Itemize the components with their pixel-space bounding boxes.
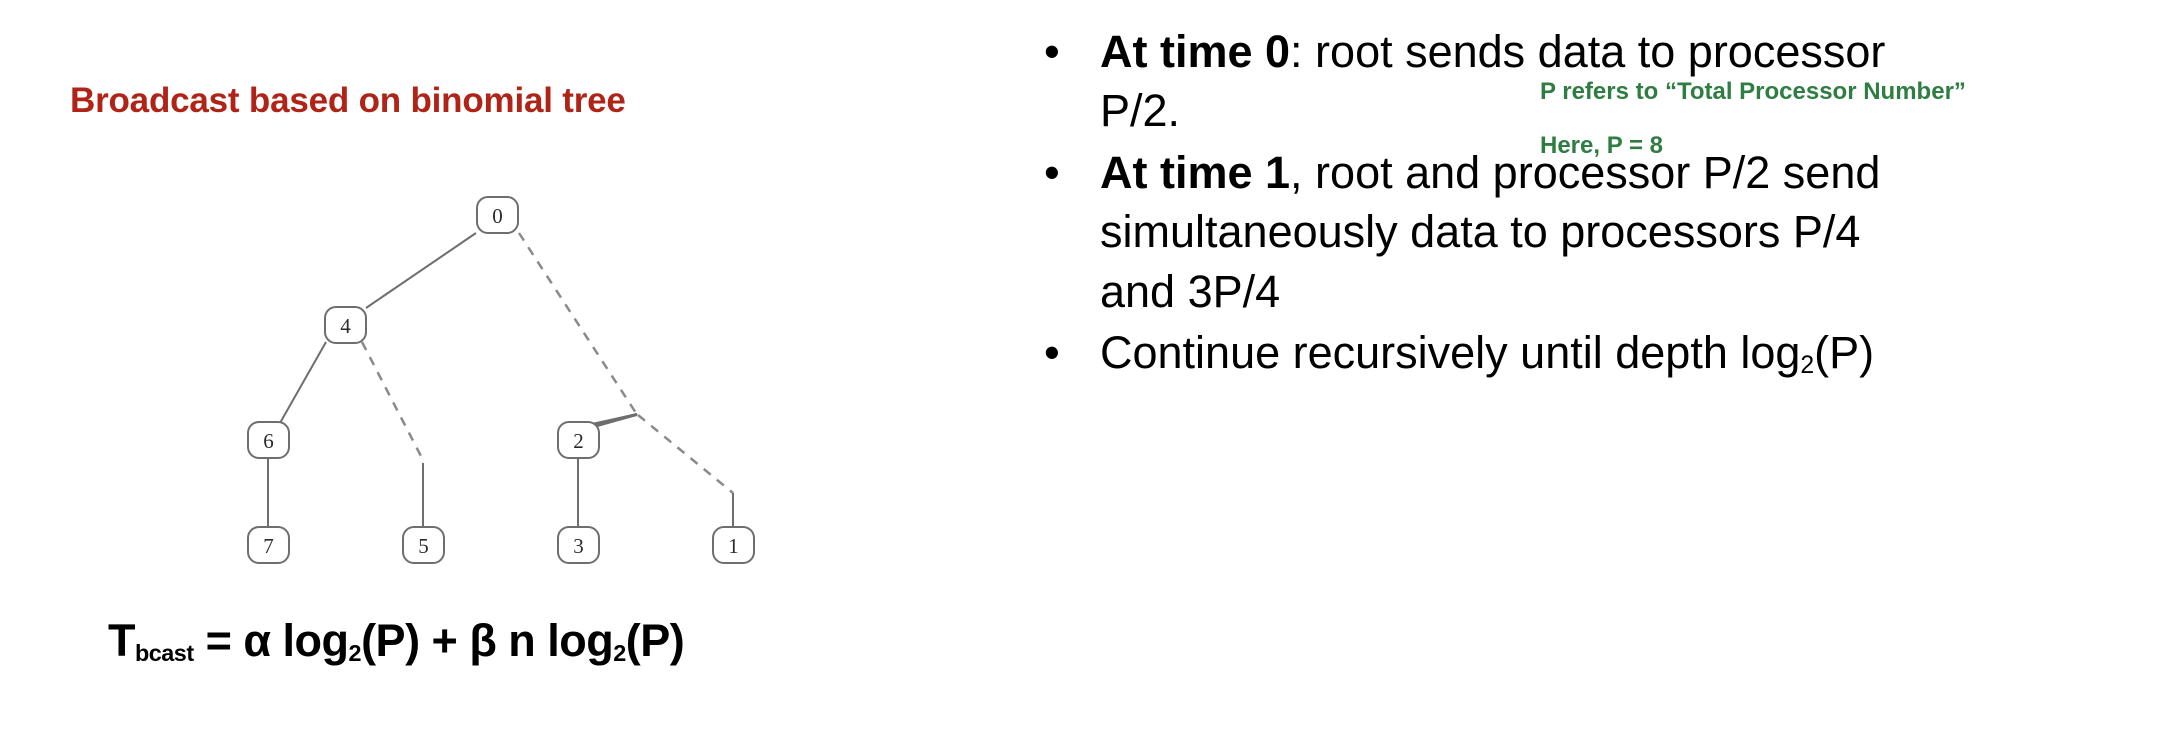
tree-node-2[interactable]: 2 (557, 421, 600, 459)
node-2-box[interactable] (557, 421, 600, 459)
node-4-label: 4 (340, 314, 351, 338)
page-title: Broadcast based on binomial tree (70, 81, 626, 120)
right-panel: • At time 0: root sends data to processor… (1010, 0, 2162, 730)
bullet-1-strong: At time 1 (1100, 146, 1291, 198)
bullet-item-recursion: • Continue recursively until depth log2(P… (1022, 323, 1922, 382)
tree-node-0[interactable]: 0 (476, 196, 519, 234)
edge-4-6 (279, 341, 327, 424)
node-7-label: 7 (263, 534, 274, 558)
formula-log-base-b: 2 (613, 639, 626, 666)
node-3-box[interactable] (557, 526, 600, 564)
bullet-marker-icon: • (1044, 326, 1060, 378)
node-6-box[interactable] (247, 421, 290, 459)
tree-edges (267, 232, 734, 528)
broadcast-time-formula: Tbcast = α log2(P) + β n log2(P) (108, 615, 685, 667)
node-3-label: 3 (573, 534, 584, 558)
node-7-box[interactable] (247, 526, 290, 564)
node-0-box[interactable] (476, 196, 519, 234)
node-5-box[interactable] (402, 526, 445, 564)
tree-node-6[interactable]: 6 (247, 421, 290, 459)
node-5-label: 5 (418, 534, 429, 558)
bullet-1-rest: , root and processor P/2 send simultaneo… (1100, 146, 1881, 317)
bullet-2-subscript: 2 (1800, 352, 1815, 380)
node-4-box[interactable] (324, 306, 367, 344)
edge-junction-to-2-path (591, 413, 638, 426)
formula-log-base-a: 2 (348, 639, 362, 666)
left-panel: Broadcast based on binomial tree (0, 0, 1000, 730)
tree-node-4[interactable]: 4 (324, 306, 367, 344)
formula-mid: (P) + β n log (361, 615, 614, 666)
node-1-box[interactable] (712, 526, 755, 564)
bullet-0-rest: : root sends data to processor P/2. (1100, 26, 1886, 137)
edge-junction-down-to-2 (596, 414, 638, 427)
green-annotation-block: P refers to “Total Processor Number” Her… (1540, 80, 2160, 158)
bullet-item-time-1: • At time 1, root and processor P/2 send … (1022, 143, 1922, 321)
bullet-marker-icon: • (1044, 146, 1060, 198)
edge-0-junction-right (517, 232, 638, 414)
node-2-label: 2 (573, 429, 584, 453)
annotation-p-value: Here, P = 8 (1540, 132, 1663, 159)
node-0-label: 0 (492, 204, 503, 228)
bullet-marker-icon: • (1044, 26, 1060, 77)
formula-symbol: T (108, 615, 136, 666)
node-6-label: 6 (263, 429, 274, 453)
formula-subscript: bcast (135, 639, 194, 666)
bullet-2-rest: Continue recursively until depth log (1100, 326, 1801, 378)
bullet-0-strong: At time 0 (1100, 26, 1291, 77)
tree-node-5[interactable]: 5 (402, 526, 445, 564)
edge-4-5-stub (360, 341, 425, 461)
binomial-tree-diagram: 0 4 6 2 7 (140, 175, 860, 595)
node-1-label: 1 (728, 534, 739, 558)
tree-node-1[interactable]: 1 (712, 526, 755, 564)
explanation-bullet-list: • At time 0: root sends data to processor… (1022, 22, 1922, 384)
tree-node-7[interactable]: 7 (247, 526, 290, 564)
edge-junction-1-stub (637, 414, 734, 494)
tree-svg: 0 4 6 2 7 (247, 196, 755, 564)
bullet-2-tail: (P) (1814, 326, 1875, 378)
formula-tail: (P) (625, 615, 685, 666)
edge-0-4 (365, 232, 477, 309)
annotation-p-definition: P refers to “Total Processor Number” (1540, 78, 1966, 105)
bullet-item-time-0: • At time 0: root sends data to processor… (1022, 22, 1922, 141)
tree-node-3[interactable]: 3 (557, 526, 600, 564)
formula-body: = α log (193, 615, 349, 666)
